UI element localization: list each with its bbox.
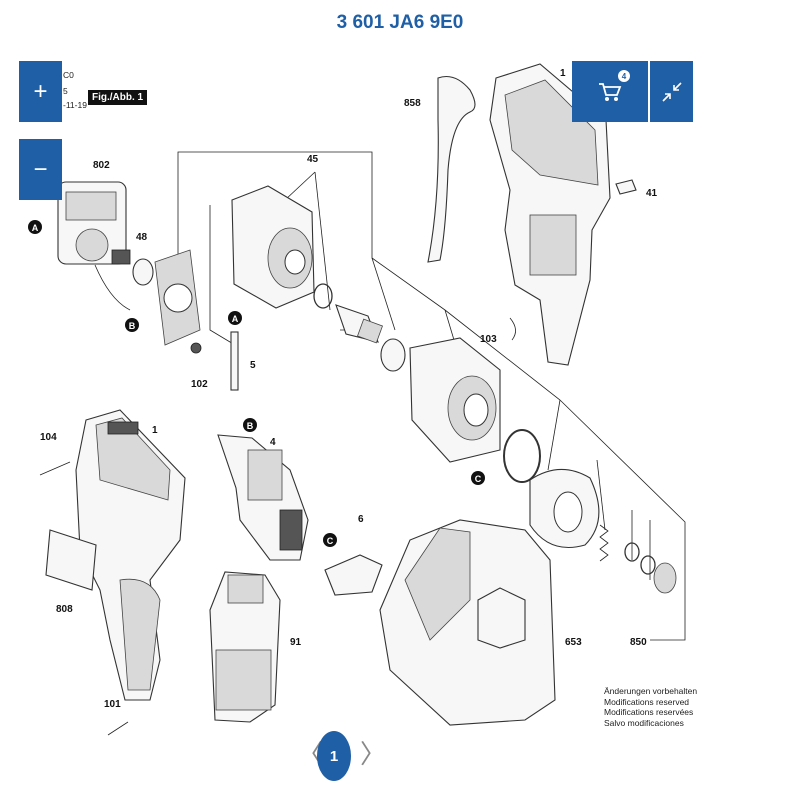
pager-current-page[interactable]: 1 (317, 731, 351, 781)
cart-icon (599, 82, 622, 101)
screw-101 (107, 721, 129, 736)
charger-653 (379, 519, 556, 726)
part-5: 5 (250, 360, 256, 371)
notice-line-en: Modifications reserved (604, 696, 690, 707)
spring (599, 524, 609, 562)
code-line-1: C0 (63, 70, 74, 80)
motor-802 (57, 181, 131, 311)
washer-1 (624, 542, 640, 562)
cart-count-badge: 4 (618, 70, 630, 82)
label-808 (45, 529, 97, 591)
chuck-sleeve (653, 562, 677, 594)
part-802: 802 (93, 160, 110, 171)
switch-part-6 (324, 554, 383, 596)
part-101: 101 (104, 699, 121, 710)
bushing (380, 338, 406, 372)
modification-notice: Änderungen vorbehalten Modifications res… (604, 686, 697, 728)
spindle (335, 304, 383, 344)
part-808: 808 (56, 604, 73, 615)
marker-a-motor (28, 220, 42, 234)
code-line-3: -11-19 (63, 100, 87, 110)
marker-b-switch-label: B (247, 421, 254, 431)
clip-103 (509, 317, 516, 341)
marker-c-clutch-label: C (475, 474, 482, 484)
notice-line-es: Salvo modificaciones (604, 717, 684, 728)
switch-4 (217, 434, 309, 561)
part-45: 45 (307, 154, 319, 165)
collar-opening (553, 491, 583, 533)
label-41 (615, 179, 637, 195)
housing-shell-right (489, 63, 611, 366)
part-103: 103 (480, 334, 497, 345)
marker-a-motor-label: A (32, 223, 39, 233)
notice-line-fr: Modifications reservées (604, 707, 694, 717)
collapse-button[interactable] (650, 61, 693, 122)
marker-b-motor (125, 318, 139, 332)
gearbox-45 (231, 185, 315, 309)
part-91: 91 (290, 637, 302, 648)
ring-48 (132, 258, 154, 286)
cart-button[interactable]: 4 (572, 61, 648, 122)
battery-91 (209, 571, 281, 723)
part-104: 104 (40, 432, 57, 443)
pager-next-button[interactable]: 〉 (360, 740, 387, 770)
screw-104 (39, 461, 71, 476)
gear-plate (154, 249, 201, 346)
washer-2 (640, 555, 656, 575)
part-4: 4 (270, 437, 276, 448)
part-850: 850 (630, 637, 647, 648)
adjust-ring (503, 429, 541, 483)
screw-102 (190, 342, 202, 354)
part-41: 41 (646, 188, 658, 199)
housing-shell-left (75, 409, 186, 701)
part-1-left: 1 (152, 425, 158, 436)
belt-clip-858 (427, 75, 476, 263)
assembly-leader-lines (177, 151, 686, 641)
marker-b-switch (243, 418, 257, 432)
part-48: 48 (136, 232, 148, 243)
zoom-in-button[interactable]: + (19, 61, 62, 122)
code-line-2: 5 (63, 86, 68, 96)
figure-label: Fig./Abb. 1 (88, 90, 148, 105)
part-858: 858 (404, 98, 421, 109)
document-title: 3 601 JA6 9E0 (336, 12, 464, 33)
part-1-right: 1 (560, 68, 566, 79)
ring-gearbox (313, 283, 333, 309)
marker-c-switch (323, 533, 337, 547)
part-653: 653 (565, 637, 582, 648)
arrows-collapse-icon (661, 81, 682, 102)
part-6: 6 (358, 514, 364, 525)
marker-a-pin (228, 311, 242, 325)
marker-b-motor-label: B (129, 321, 136, 331)
pin-5 (230, 331, 239, 391)
clutch-housing (409, 337, 501, 463)
notice-line-de: Änderungen vorbehalten (604, 686, 698, 696)
part-102: 102 (191, 379, 208, 390)
marker-a-pin-label: A (232, 314, 239, 324)
marker-c-switch-label: C (327, 536, 334, 546)
marker-c-clutch (471, 471, 485, 485)
zoom-out-button[interactable]: − (19, 139, 62, 200)
